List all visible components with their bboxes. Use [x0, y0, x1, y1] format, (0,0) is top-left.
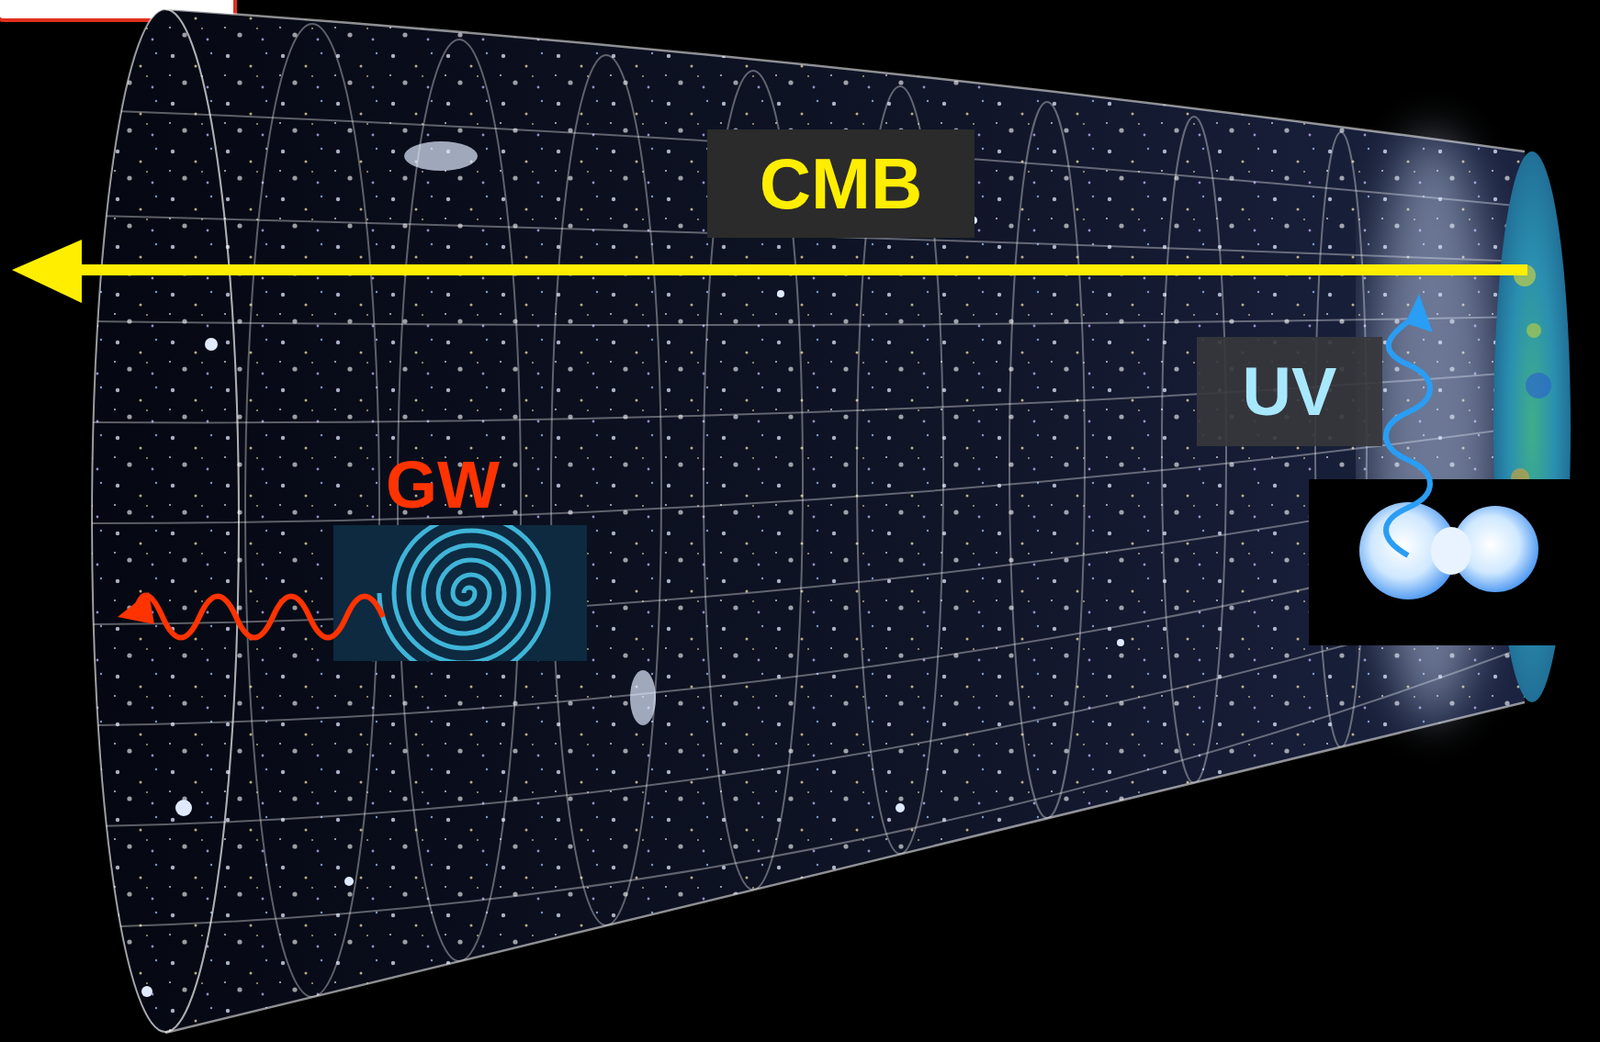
gw-label: GW	[385, 451, 500, 519]
box-label: CMB	[759, 147, 924, 220]
box-label: UV	[1242, 358, 1338, 427]
cmb-label-box: CMB	[707, 129, 975, 238]
uv-label-box: UV	[1196, 337, 1383, 447]
